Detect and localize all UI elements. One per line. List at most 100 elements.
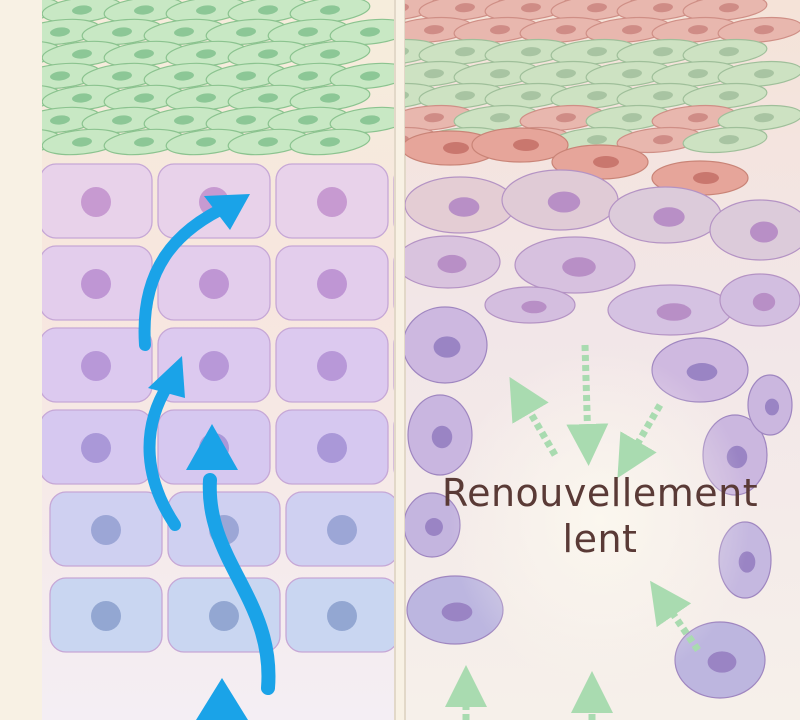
damaged-squamous-nucleus xyxy=(754,113,774,123)
cell-nucleus xyxy=(81,187,111,217)
right-cell-layer xyxy=(405,0,800,699)
squamous-nucleus xyxy=(320,5,340,15)
damaged-squamous-nucleus xyxy=(622,25,642,35)
irregular-nucleus xyxy=(656,303,692,321)
damaged-band-nucleus xyxy=(513,139,539,151)
label-line-1: Renouvellement xyxy=(441,471,759,515)
damaged-squamous-nucleus xyxy=(521,91,541,101)
damaged-squamous-nucleus xyxy=(490,25,510,35)
damaged-squamous-nucleus xyxy=(688,113,708,123)
squamous-nucleus xyxy=(72,137,92,147)
squamous-nucleus xyxy=(360,71,380,81)
squamous-nucleus xyxy=(50,115,70,125)
damaged-squamous-nucleus xyxy=(490,113,510,123)
irregular-nucleus xyxy=(562,257,596,277)
hollow-border-nucleus xyxy=(425,518,443,536)
squamous-nucleus xyxy=(174,27,194,37)
irregular-nucleus xyxy=(547,191,581,213)
squamous-nucleus xyxy=(10,4,31,15)
squamous-nucleus xyxy=(50,71,70,81)
damaged-squamous-nucleus xyxy=(754,25,774,35)
damaged-squamous-nucleus xyxy=(455,47,475,57)
damaged-band-nucleus xyxy=(443,142,469,154)
squamous-nucleus xyxy=(50,27,70,37)
damaged-squamous-nucleus xyxy=(688,69,708,79)
flow-arrow-down-left xyxy=(617,403,664,479)
damaged-squamous-nucleus xyxy=(556,113,576,123)
cell-nucleus xyxy=(317,433,347,463)
damaged-squamous-nucleus xyxy=(424,113,444,123)
cell-nucleus xyxy=(317,269,347,299)
squamous-nucleus xyxy=(134,49,154,59)
damaged-squamous-nucleus xyxy=(455,3,475,13)
squamous-nucleus xyxy=(112,27,132,37)
squamous-nucleus xyxy=(10,48,31,59)
squamous-nucleus xyxy=(196,49,216,59)
squamous-nucleus xyxy=(298,115,318,125)
damaged-squamous-nucleus xyxy=(622,113,642,123)
damaged-squamous-nucleus xyxy=(688,25,708,35)
irregular-nucleus xyxy=(653,207,685,227)
damaged-band-nucleus xyxy=(593,156,619,168)
renewal-arrow-lower-head xyxy=(186,424,238,470)
squamous-nucleus xyxy=(134,5,154,15)
damaged-squamous-nucleus xyxy=(719,135,739,145)
squamous-nucleus xyxy=(360,27,380,37)
damaged-squamous-nucleus xyxy=(653,3,673,13)
renewal-arrow-middle-head xyxy=(148,356,185,398)
hollow-border-nucleus xyxy=(707,651,737,673)
damaged-squamous-nucleus xyxy=(622,69,642,79)
cell-nucleus xyxy=(81,351,111,381)
cell-nucleus xyxy=(199,351,229,381)
squamous-nucleus xyxy=(258,5,278,15)
irregular-nucleus xyxy=(521,300,547,314)
left-cell-layer xyxy=(10,0,394,653)
squamous-nucleus xyxy=(236,115,256,125)
squamous-nucleus xyxy=(174,115,194,125)
squamous-nucleus xyxy=(134,93,154,103)
irregular-nucleus xyxy=(437,254,467,274)
cell-nucleus xyxy=(81,433,111,463)
squamous-nucleus xyxy=(10,136,31,147)
squamous-nucleus xyxy=(196,137,216,147)
squamous-nucleus xyxy=(320,49,340,59)
damaged-squamous-nucleus xyxy=(490,69,510,79)
label-line-2: lent xyxy=(562,517,638,561)
damaged-squamous-nucleus xyxy=(587,135,607,145)
cell-nucleus xyxy=(327,515,357,545)
cell-nucleus xyxy=(209,601,239,631)
irregular-nucleus xyxy=(448,197,480,217)
hollow-border-nucleus xyxy=(764,398,780,416)
flow-arrow-down xyxy=(566,344,609,466)
hollow-border-nucleus xyxy=(686,363,718,381)
cell-nucleus xyxy=(317,187,347,217)
damaged-squamous-nucleus xyxy=(719,91,739,101)
cell-nucleus xyxy=(91,515,121,545)
squamous-nucleus xyxy=(196,93,216,103)
irregular-nucleus xyxy=(750,221,778,243)
squamous-nucleus xyxy=(134,137,154,147)
damaged-squamous-nucleus xyxy=(424,69,444,79)
right-arrow-layer xyxy=(445,344,701,720)
squamous-nucleus xyxy=(72,93,92,103)
slow-renewal-label: Renouvellement lent xyxy=(400,470,800,562)
squamous-nucleus xyxy=(72,5,92,15)
damaged-squamous-nucleus xyxy=(587,3,607,13)
squamous-nucleus xyxy=(258,49,278,59)
squamous-nucleus xyxy=(320,93,340,103)
squamous-nucleus xyxy=(112,115,132,125)
damaged-squamous-nucleus xyxy=(587,91,607,101)
cell-nucleus xyxy=(317,351,347,381)
squamous-nucleus xyxy=(236,27,256,37)
squamous-nucleus xyxy=(258,93,278,103)
squamous-nucleus xyxy=(360,115,380,125)
left-arrow-layer xyxy=(138,194,276,720)
squamous-nucleus xyxy=(258,137,278,147)
squamous-nucleus xyxy=(112,71,132,81)
damaged-squamous-nucleus xyxy=(653,91,673,101)
squamous-nucleus xyxy=(320,137,340,147)
flow-arrow-up-left xyxy=(509,376,559,457)
cell-nucleus xyxy=(81,269,111,299)
damaged-squamous-nucleus xyxy=(455,91,475,101)
cell-nucleus xyxy=(199,269,229,299)
